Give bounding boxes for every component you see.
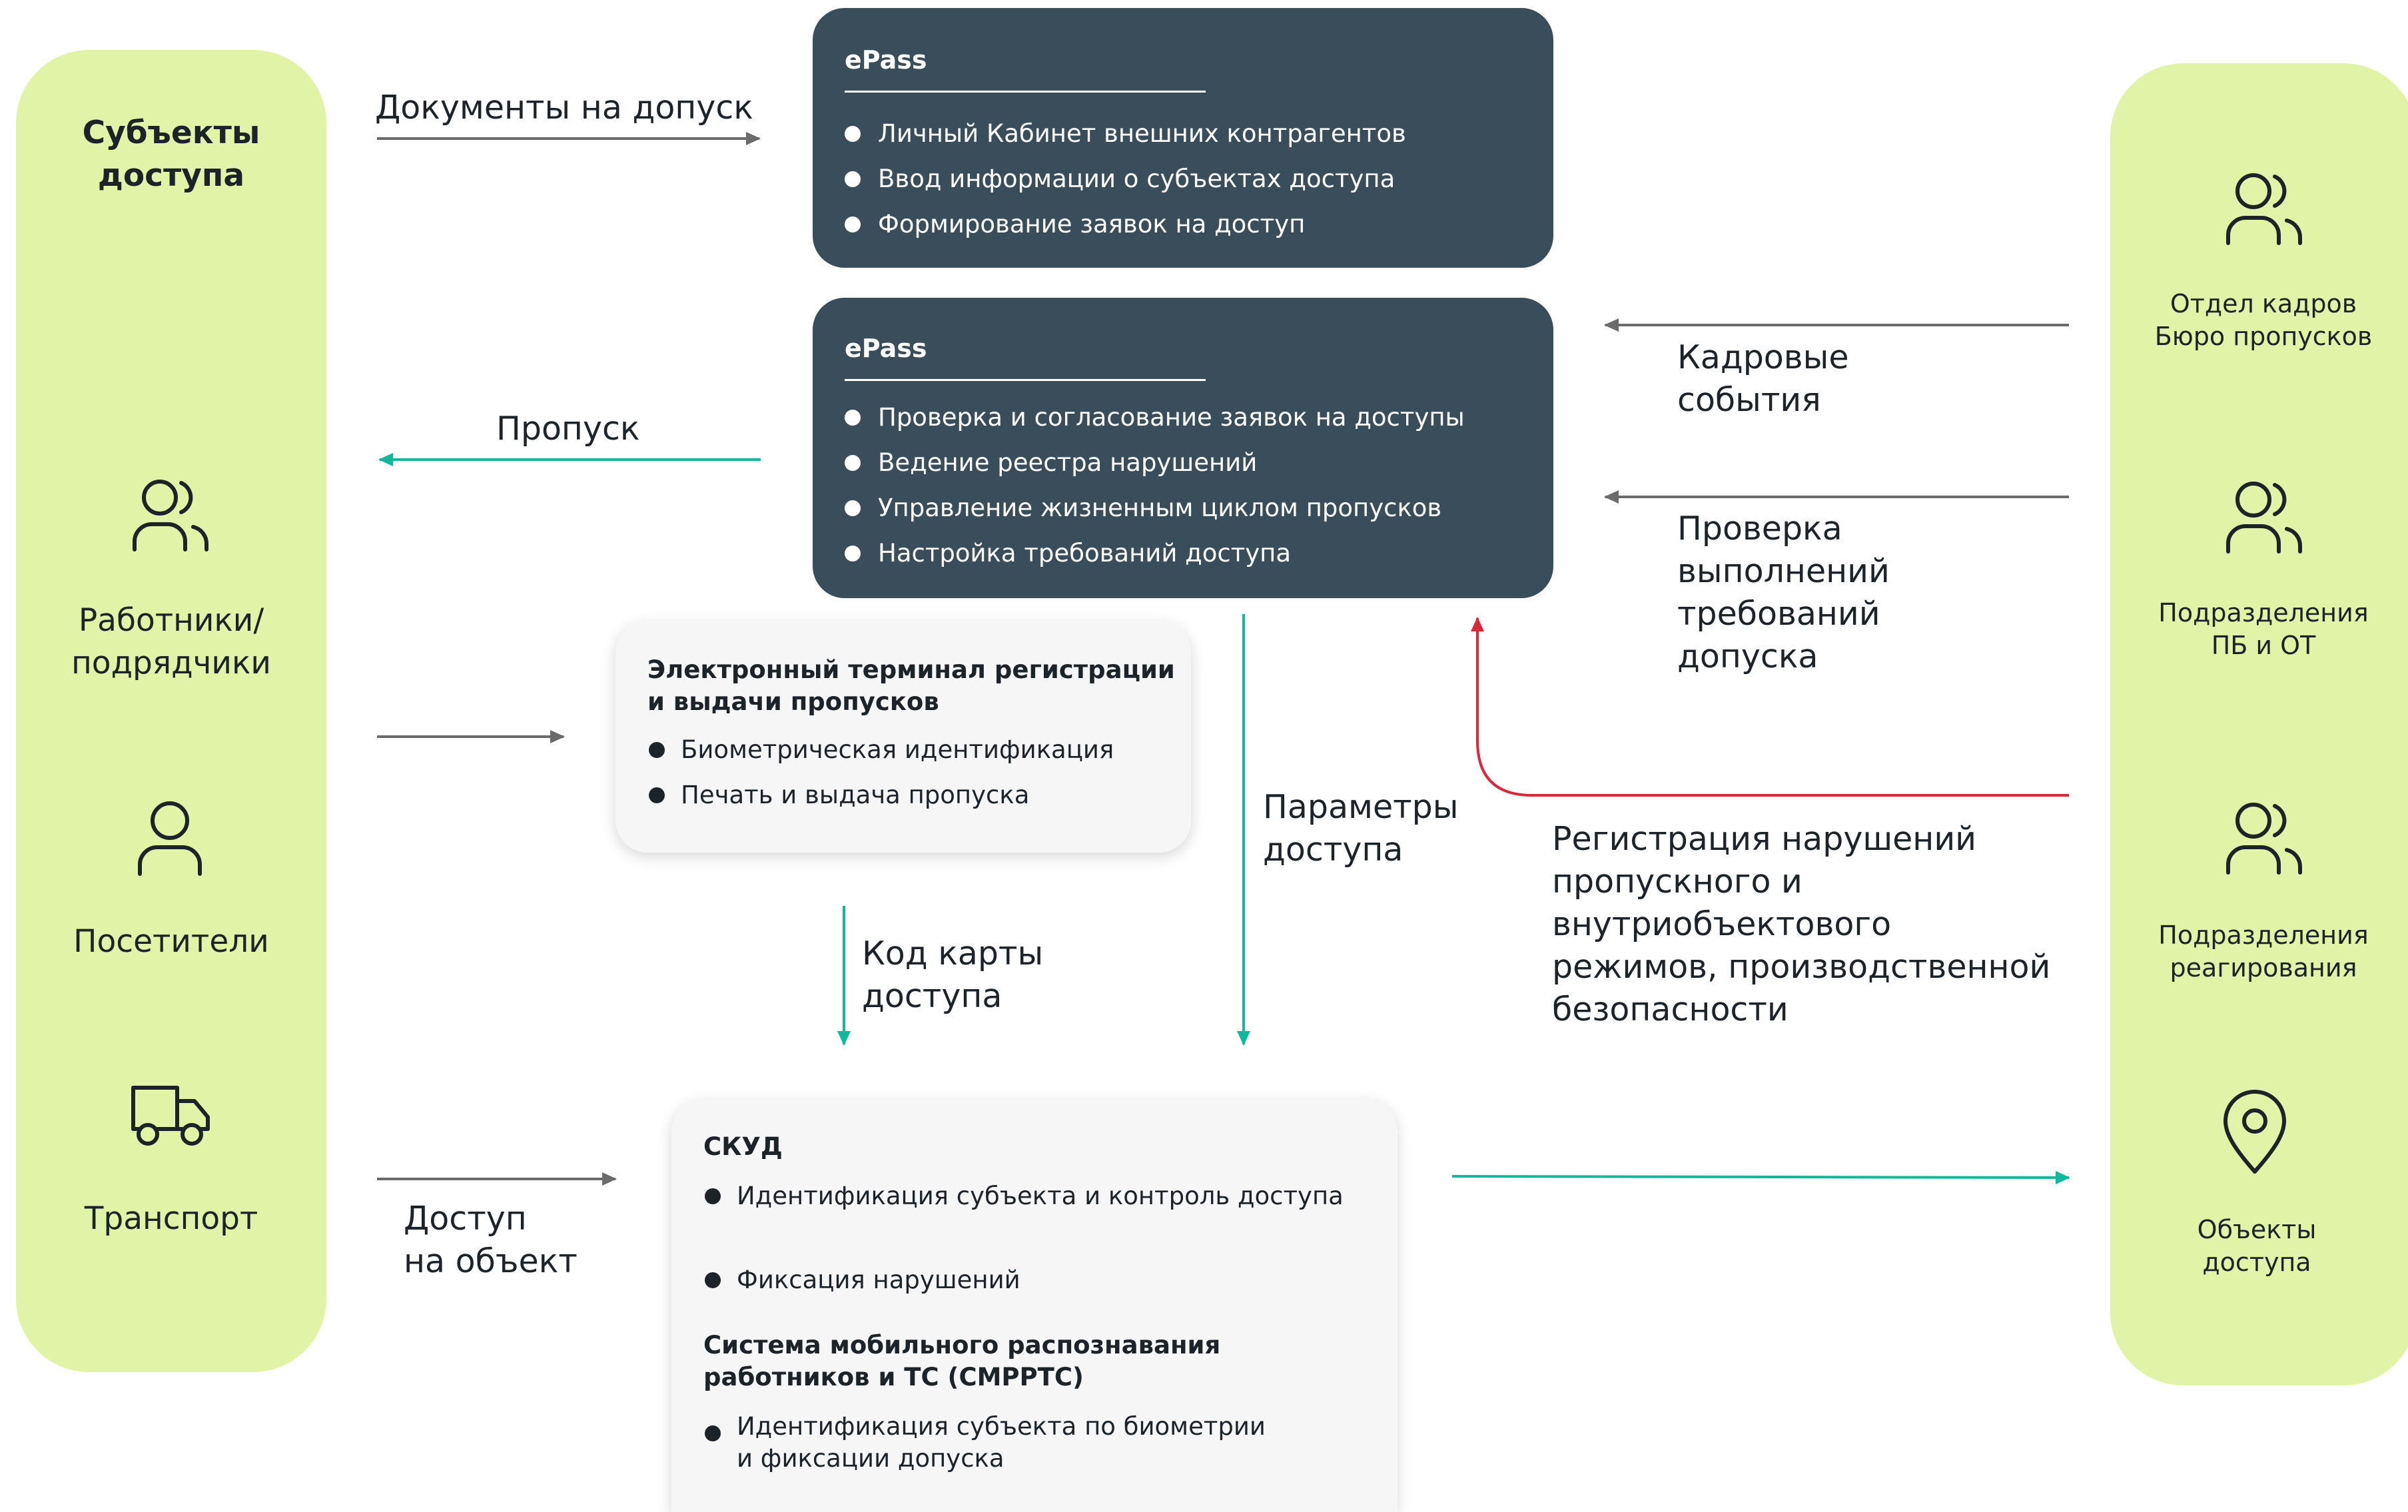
- map-pin-icon: [2221, 1089, 2288, 1176]
- epass-bottom-title: ePass: [845, 334, 927, 363]
- epass-bottom-divider: [845, 379, 1206, 381]
- requirements-check-label: Проверка выполнений требований допуска: [1677, 508, 1890, 678]
- violations-line1: Регистрация нарушений: [1552, 820, 1977, 858]
- truck-icon: [128, 1082, 214, 1152]
- access-objects-label: Объекты доступа: [2104, 1214, 2408, 1279]
- safety-department-label: Подразделения ПБ и ОТ: [2110, 597, 2408, 662]
- list-item: Ведение реестра нарушений: [845, 440, 1465, 486]
- response-department-line2: реагирования: [2170, 953, 2357, 982]
- hr-department-line2: Бюро пропусков: [2154, 322, 2373, 351]
- users-icon: [2220, 170, 2307, 250]
- smrrts-list: Идентификация субъекта по биометрии и фи…: [703, 1411, 1266, 1475]
- violations-arrow: [1471, 617, 2069, 797]
- card-code-label: Код карты доступа: [862, 933, 1043, 1018]
- check-line4: допуска: [1677, 637, 1818, 675]
- epass-bottom-box: ePass Проверка и согласование заявок на …: [813, 298, 1553, 598]
- epass-top-title: ePass: [845, 45, 927, 75]
- list-item: Биометрическая идентификация: [647, 727, 1114, 773]
- epass-top-divider: [845, 91, 1206, 93]
- params-line2: доступа: [1263, 831, 1404, 869]
- check-line2: выполнений: [1677, 552, 1890, 590]
- check-line1: Проверка: [1677, 510, 1842, 548]
- skud-title: СКУД: [703, 1132, 783, 1161]
- objects-output-arrow: [1451, 1170, 2070, 1184]
- list-item: Формирование заявок на доступ: [845, 202, 1406, 247]
- subjects-title-line2: доступа: [97, 157, 245, 194]
- smrrts-title: Система мобильного распознавания работни…: [703, 1329, 1220, 1393]
- violations-line2: пропускного и: [1552, 863, 1803, 901]
- subjects-title: Субъекты доступа: [16, 112, 326, 197]
- transport-label: Транспорт: [16, 1198, 326, 1240]
- terminal-title: Электронный терминал регистрации и выдач…: [647, 654, 1175, 718]
- epass-top-box: ePass Личный Кабинет внешних контрагенто…: [813, 8, 1553, 268]
- list-item: Проверка и согласование заявок на доступ…: [845, 395, 1465, 440]
- access-objects-line1: Объекты: [2197, 1215, 2317, 1244]
- safety-department-line2: ПБ и ОТ: [2211, 631, 2316, 660]
- violations-line3: внутриобъектового: [1552, 905, 1892, 943]
- list-item: Идентификация субъекта по биометрии и фи…: [703, 1411, 1266, 1475]
- access-params-label: Параметры доступа: [1263, 786, 1458, 871]
- hr-events-label: Кадровые события: [1677, 336, 1849, 422]
- terminal-title-line2: и выдачи пропусков: [647, 687, 939, 716]
- response-department-line1: Подразделения: [2158, 921, 2369, 950]
- violations-line5: безопасности: [1552, 990, 1789, 1028]
- list-item: Управление жизненным циклом пропусков: [845, 486, 1465, 531]
- terminal-title-line1: Электронный терминал регистрации: [647, 655, 1175, 684]
- list-item: Идентификация субъекта и контроль доступ…: [703, 1174, 1344, 1219]
- epass-bottom-list: Проверка и согласование заявок на доступ…: [845, 395, 1465, 576]
- skud-box: СКУД Идентификация субъекта и контроль д…: [671, 1099, 1398, 1512]
- workers-label-line1: Работники/: [78, 602, 264, 639]
- pass-label: Пропуск: [496, 410, 640, 448]
- list-item: Фиксация нарушений: [703, 1258, 1344, 1303]
- access-line1: Доступ: [404, 1200, 527, 1238]
- transport-label-line1: Транспорт: [84, 1200, 258, 1237]
- workers-label: Работники/ подрядчики: [16, 599, 326, 685]
- visitors-label-line1: Посетители: [73, 923, 269, 960]
- terminal-box: Электронный терминал регистрации и выдач…: [615, 621, 1191, 853]
- smrrts-title-line2: работников и ТС (СМРРТС): [703, 1363, 1084, 1391]
- card-line1: Код карты: [862, 935, 1044, 972]
- hr-department-line1: Отдел кадров: [2170, 289, 2357, 318]
- violations-line4: режимов, производственной: [1552, 948, 2051, 986]
- check-line3: требований: [1677, 595, 1880, 633]
- subjects-panel: [16, 50, 326, 1372]
- hr-events-line1: Кадровые: [1677, 338, 1849, 376]
- smrrts-item-line1: Идентификация субъекта по биометрии: [737, 1412, 1266, 1441]
- params-line1: Параметры: [1263, 788, 1459, 826]
- list-item: Настройка требований доступа: [845, 531, 1465, 576]
- list-item: Личный Кабинет внешних контрагентов: [845, 111, 1406, 157]
- card-line2: доступа: [862, 977, 1003, 1015]
- smrrts-title-line1: Система мобильного распознавания: [703, 1331, 1221, 1359]
- safety-department-line1: Подразделения: [2158, 598, 2369, 627]
- response-department-label: Подразделения реагирования: [2110, 919, 2408, 984]
- list-item: Печать и выдача пропуска: [647, 773, 1114, 818]
- object-access-label: Доступ на объект: [404, 1198, 578, 1283]
- users-icon: [2220, 799, 2307, 879]
- epass-top-list: Личный Кабинет внешних контрагентов Ввод…: [845, 111, 1406, 247]
- violations-label: Регистрация нарушений пропускного и внут…: [1552, 818, 2050, 1031]
- skud-list: Идентификация субъекта и контроль доступ…: [703, 1174, 1344, 1303]
- users-icon: [2220, 478, 2307, 558]
- smrrts-item-line2: и фиксации допуска: [737, 1444, 1004, 1473]
- workers-label-line2: подрядчики: [71, 645, 271, 681]
- hr-department-label: Отдел кадров Бюро пропусков: [2110, 288, 2408, 353]
- terminal-list: Биометрическая идентификация Печать и вы…: [647, 727, 1114, 818]
- users-icon: [127, 476, 213, 556]
- subjects-title-line1: Субъекты: [82, 115, 260, 151]
- list-item: Ввод информации о субъектах доступа: [845, 157, 1406, 202]
- visitors-label: Посетители: [16, 921, 326, 963]
- access-objects-line2: доступа: [2202, 1248, 2311, 1277]
- hr-events-line2: события: [1677, 381, 1821, 419]
- user-icon: [133, 799, 206, 879]
- documents-label: Документы на допуск: [375, 89, 753, 127]
- access-line2: на объект: [404, 1242, 578, 1280]
